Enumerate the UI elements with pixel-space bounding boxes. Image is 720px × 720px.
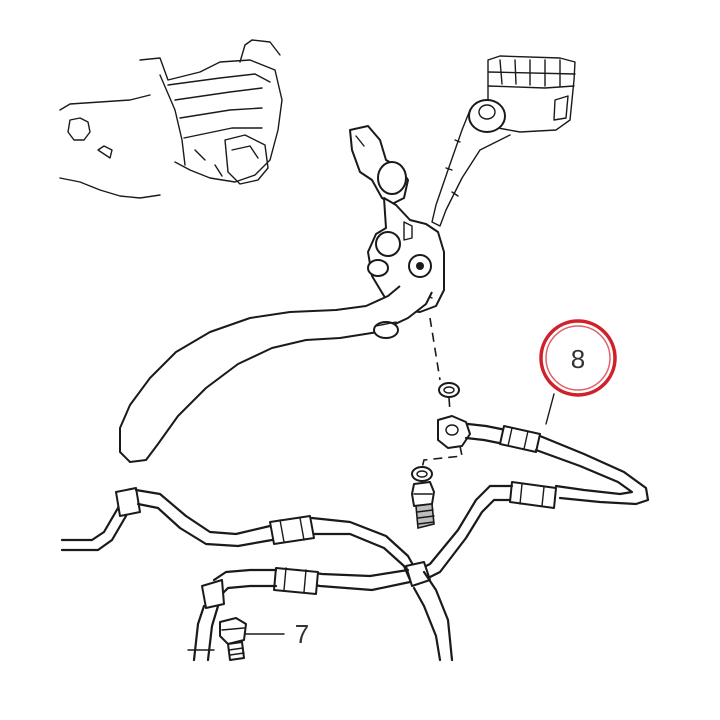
- banjo-bolt: [411, 481, 435, 530]
- reservoir-bracket: [431, 109, 511, 227]
- brake-reservoir: [468, 55, 576, 133]
- sealing-washer-upper: [438, 382, 460, 398]
- switch-housing: [59, 39, 283, 199]
- brake-lever: [119, 285, 433, 463]
- callout-highlight-circle: [539, 319, 617, 397]
- lower-hose-run: [60, 487, 454, 662]
- callout-7: 7: [295, 619, 309, 649]
- assembly-line-lower: [421, 445, 463, 469]
- callout-8: 8: [539, 319, 617, 397]
- assembly-line-middle: [448, 397, 451, 413]
- bolt-part-7: [219, 617, 247, 661]
- master-cylinder-body: [349, 125, 445, 313]
- assembly-line-upper: [429, 317, 441, 381]
- brake-hose-part-8: [412, 415, 650, 584]
- callout-number-7: 7: [295, 619, 309, 649]
- callout-number-8: 8: [571, 344, 585, 374]
- sealing-washer-lower: [411, 466, 433, 482]
- leader-line-8: [545, 393, 555, 425]
